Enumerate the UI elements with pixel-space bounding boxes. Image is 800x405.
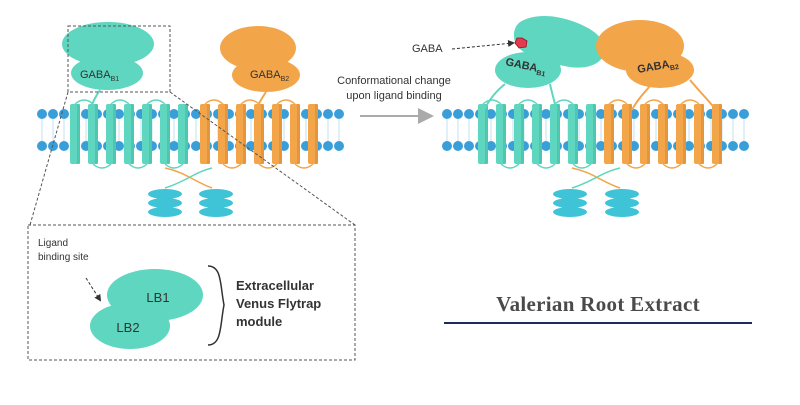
lipid-head [442, 141, 452, 151]
lipid-head [191, 109, 201, 119]
gabab2-label-active: GABAB2 [636, 57, 679, 78]
lipid-head [541, 141, 551, 151]
transition-label-line2: upon ligand binding [346, 90, 441, 102]
lipid-head [169, 109, 179, 119]
lipid-head [453, 109, 463, 119]
gabab1-venus-flytrap [62, 22, 154, 111]
lipid-head [323, 109, 333, 119]
binding-site-arrow [85, 277, 102, 302]
lipid-head [334, 141, 344, 151]
lipid-head [684, 109, 694, 119]
lipid-head [541, 109, 551, 119]
gabab1-transmembrane-domain [70, 99, 188, 169]
module-brace [207, 265, 225, 346]
transition-label-line1: Conformational change [337, 75, 451, 87]
ligand-pointer-arrow [451, 40, 515, 50]
lipid-head [37, 109, 47, 119]
lipid-head [59, 141, 69, 151]
lipid-head [246, 109, 256, 119]
active-receptor [442, 15, 749, 217]
lobe1-label: LB1 [146, 290, 169, 305]
lobe2-label: LB2 [116, 320, 139, 335]
gabab2-label: GABAB2 [250, 69, 289, 83]
gabab1-label: GABAB1 [80, 69, 119, 83]
zoom-line-right [169, 91, 356, 226]
gaba-ligand-icon [514, 37, 528, 49]
lipid-head [334, 109, 344, 119]
caption-title: Valerian Root Extract [496, 292, 700, 316]
lipid-head [728, 141, 738, 151]
gabab1-venus-flytrap-active [483, 15, 605, 111]
module-label-line2: Venus Flytrap [236, 296, 321, 311]
lipid-head [114, 141, 124, 151]
lipid-head [191, 141, 201, 151]
lipid-head [48, 109, 58, 119]
module-label-line1: Extracellular [236, 278, 314, 293]
lipid-head [486, 109, 496, 119]
binding-site-label-line2: binding site [38, 252, 89, 263]
inactive-receptor [37, 22, 344, 217]
binding-site-label-line1: Ligand [38, 238, 68, 249]
lipid-head [464, 109, 474, 119]
lipid-head [739, 109, 749, 119]
coiled-coil-left [148, 167, 233, 217]
lipid-head [114, 109, 124, 119]
lipid-head [684, 141, 694, 151]
module-label-line3: module [236, 314, 282, 329]
vft-zoom-box [67, 25, 171, 93]
lipid-head [453, 141, 463, 151]
gabab2-transmembrane-domain-active [604, 99, 722, 169]
lipid-head [464, 141, 474, 151]
gabab2-venus-flytrap [220, 26, 300, 111]
lipid-head [486, 141, 496, 151]
lipid-head [596, 109, 606, 119]
zoom-line-left [29, 91, 69, 226]
gabab1-transmembrane-domain-active [478, 99, 596, 169]
lipid-head [442, 109, 452, 119]
lipid-head [37, 141, 47, 151]
lipid-head [728, 109, 738, 119]
vft-inset [27, 224, 356, 361]
lipid-head [323, 141, 333, 151]
caption-underline [444, 322, 752, 324]
lipid-head [739, 141, 749, 151]
lipid-head [169, 141, 179, 151]
lipid-head [596, 141, 606, 151]
coiled-coil-right [553, 167, 639, 217]
gabab2-venus-flytrap-active [596, 20, 717, 111]
ligand-label: GABA [412, 43, 443, 55]
